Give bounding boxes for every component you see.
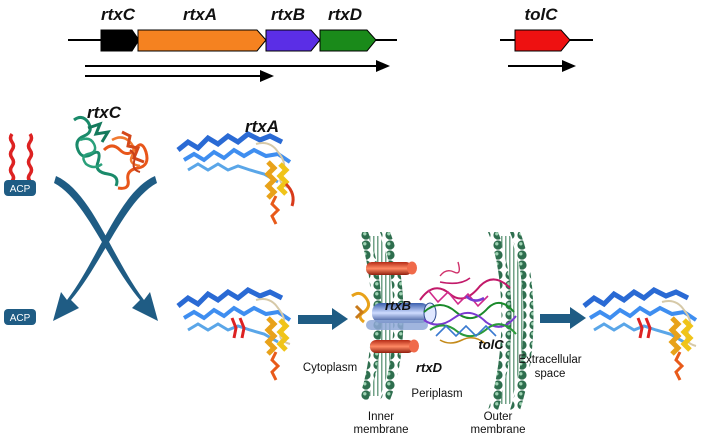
inner-membrane-label-line2: membrane <box>354 424 409 436</box>
transcript-arrow-tolC <box>508 60 576 72</box>
tolC-protein-label: tolC <box>478 337 504 352</box>
acp-box-bottom <box>4 309 36 325</box>
extracellular-label-line2: space <box>535 368 566 380</box>
transcript-arrow-short <box>85 70 274 82</box>
rtxA-protein-structure-top: rtxA <box>176 117 295 225</box>
gene-label-rtxD: rtxD <box>328 5 362 24</box>
gene-label-tolC: tolC <box>524 5 558 24</box>
outer-membrane-label-line2: membrane <box>471 424 526 436</box>
rtxB-protein-label: rtxB <box>385 298 411 313</box>
gene-label-rtxC: rtxC <box>101 5 136 24</box>
periplasm-label: Periplasm <box>411 388 462 400</box>
transcript-arrow-long <box>85 60 390 72</box>
rtxD-protein-label: rtxD <box>416 360 443 375</box>
gene-rtxA-arrow <box>137 29 267 52</box>
secretion-arrow-in <box>298 308 348 330</box>
gene-label-rtxA: rtxA <box>183 5 217 24</box>
acp-acylated: ACP <box>4 132 36 196</box>
gene-rtxC-arrow <box>100 29 140 52</box>
gene-operon: rtxC rtxA rtxB rtxD tolC <box>68 5 593 82</box>
acyl-chain-helix-right <box>26 132 34 183</box>
secretion-arrow-out <box>540 307 586 329</box>
acp-free: ACP <box>4 309 36 325</box>
curved-arrow-to-rtxA <box>54 176 158 321</box>
tolC-channel <box>419 261 517 345</box>
acp-label-top: ACP <box>10 184 31 195</box>
curved-arrow-to-acp <box>53 176 157 321</box>
gene-tolC-arrow <box>514 29 571 52</box>
acyl-chain-helix-left <box>8 132 16 183</box>
gene-rtxB-arrow <box>265 29 321 52</box>
rtxB-transporter <box>351 291 437 330</box>
acylation-cross-arrows <box>53 176 158 321</box>
acp-box-top <box>4 180 36 196</box>
rtxC-structure-label: rtxC <box>87 103 122 122</box>
cytoplasm-label: Cytoplasm <box>303 362 357 374</box>
rtxC-protein-structure: rtxC <box>73 103 149 190</box>
rtxA-protein-structure-acylated <box>176 287 292 381</box>
gene-rtxD-arrow <box>319 29 377 52</box>
rtxA-protein-structure-secreted <box>582 287 698 381</box>
rtxD-helix-top <box>366 261 417 275</box>
rtxA-structure-label: rtxA <box>245 117 279 136</box>
rtxD-helix-bottom <box>370 339 419 353</box>
gene-label-rtxB: rtxB <box>271 5 305 24</box>
acp-label-bottom: ACP <box>10 313 31 324</box>
inner-membrane-label-line1: Inner <box>368 411 394 423</box>
outer-membrane-label-line1: Outer <box>484 411 513 423</box>
outer-membrane <box>488 232 534 410</box>
extracellular-label-line1: Extracellular <box>518 354 581 366</box>
